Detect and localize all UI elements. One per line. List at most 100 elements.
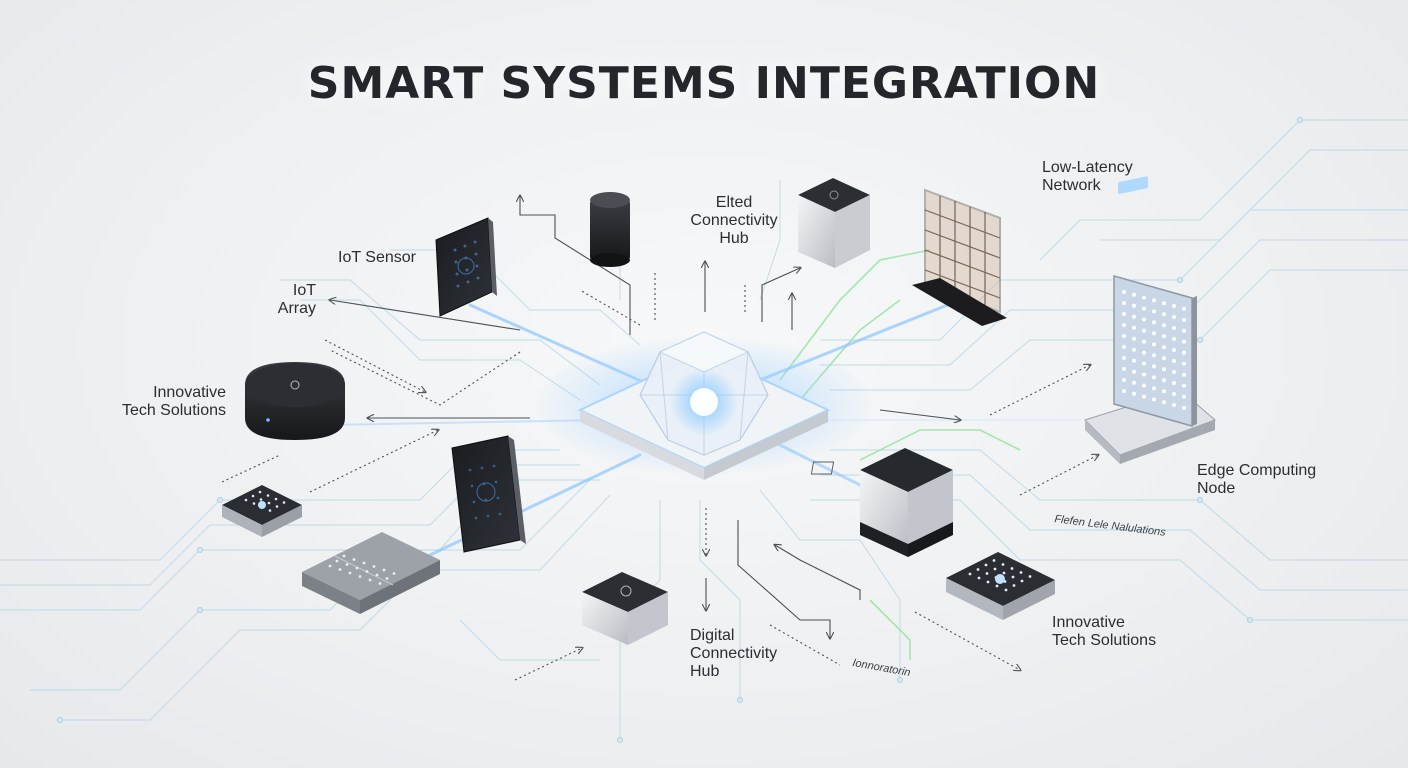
- label-innovative-tech-right: Innovative Tech Solutions: [1052, 614, 1157, 649]
- led-dot: [1152, 331, 1156, 336]
- keypad-device-right: [946, 552, 1055, 620]
- small-keypad-device: [222, 485, 302, 537]
- led-dot: [1152, 309, 1156, 314]
- led-dot: [1012, 584, 1016, 587]
- led-dot: [268, 509, 272, 512]
- led-dot: [342, 554, 346, 558]
- label-iot-array: IoT Array: [277, 282, 316, 317]
- led-dot: [1132, 347, 1136, 352]
- led-dot: [984, 563, 988, 567]
- cube-device-right: [810, 448, 953, 557]
- led-dot: [275, 505, 279, 508]
- led-dot: [1172, 304, 1176, 308]
- led-dot: [1152, 375, 1156, 380]
- led-dot: [1122, 356, 1126, 360]
- led-dot: [1152, 397, 1156, 402]
- led-dot: [1020, 579, 1024, 583]
- led-dot: [1162, 367, 1166, 372]
- led-dot: [244, 498, 248, 502]
- led-dot: [1162, 389, 1166, 394]
- led-dot: [368, 578, 372, 582]
- label-digital-connectivity-hub: Digital Connectivity Hub: [690, 627, 778, 680]
- led-dot: [1132, 391, 1136, 396]
- led-dot: [328, 564, 332, 568]
- led-dot: [1132, 358, 1136, 363]
- label-innovative-tech-left: Innovative Tech Solutions: [121, 384, 226, 419]
- led-dot: [1182, 328, 1186, 333]
- led-dot: [1182, 383, 1186, 388]
- arrow-connectors: [221, 196, 1098, 681]
- led-dot: [995, 584, 999, 588]
- led-dot: [355, 566, 359, 570]
- led-dot: [1162, 312, 1166, 317]
- led-dot: [1172, 359, 1176, 363]
- led-dot: [365, 570, 369, 573]
- led-dot: [1142, 383, 1146, 388]
- led-dot: [348, 571, 352, 575]
- small-cube-device: [582, 572, 668, 645]
- led-dot: [992, 559, 996, 562]
- led-dot: [338, 568, 342, 571]
- led-dot: [258, 490, 262, 494]
- led-display-device: [1084, 176, 1216, 464]
- label-iot-sensor: IoT Sensor: [338, 249, 416, 266]
- led-dot: [1162, 334, 1166, 339]
- led-dot: [1028, 575, 1032, 578]
- central-hub: [534, 331, 874, 480]
- led-dot: [1152, 298, 1156, 303]
- led-dot: [382, 568, 386, 572]
- led-dot: [1132, 292, 1136, 297]
- led-dot: [392, 572, 396, 575]
- led-dot: [274, 497, 278, 501]
- led-dot: [385, 577, 389, 580]
- led-dot: [345, 563, 349, 566]
- led-dot: [1122, 389, 1126, 393]
- led-dot: [1122, 334, 1126, 338]
- led-dot: [1152, 364, 1156, 369]
- led-dot: [1162, 356, 1166, 361]
- led-dot: [1010, 567, 1014, 570]
- led-dot: [1172, 403, 1176, 407]
- led-dot: [1142, 361, 1146, 366]
- led-dot: [1122, 323, 1126, 327]
- led-dot: [1172, 348, 1176, 352]
- led-dot: [986, 580, 990, 584]
- led-dot: [1172, 370, 1176, 374]
- led-dot: [1152, 353, 1156, 358]
- label-edge-computing-node: Edge Computing Node: [1197, 462, 1317, 497]
- trace-nodes: [57, 117, 1303, 743]
- led-dot: [1142, 306, 1146, 311]
- led-dot: [1162, 378, 1166, 383]
- led-dot: [1162, 400, 1166, 405]
- led-dot: [362, 561, 366, 565]
- led-dot: [1132, 369, 1136, 374]
- flat-module-device: [302, 532, 440, 614]
- led-dot: [352, 558, 356, 561]
- dark-tablet-device: [451, 435, 526, 553]
- led-dot: [977, 576, 981, 580]
- led-dot: [378, 582, 382, 585]
- led-dot: [1132, 336, 1136, 341]
- led-dot: [1001, 563, 1005, 566]
- label-elted-connectivity-hub: Elted Connectivity Hub: [690, 194, 778, 247]
- led-dot: [375, 573, 379, 577]
- led-dot: [993, 567, 997, 571]
- led-dot: [1142, 394, 1146, 399]
- led-dot: [1172, 315, 1176, 319]
- led-dot: [1002, 571, 1006, 575]
- led-dot: [1182, 339, 1186, 344]
- led-dot: [1122, 345, 1126, 349]
- led-dot: [1182, 394, 1186, 399]
- cylinder-device: [590, 192, 630, 267]
- led-dot: [1162, 301, 1166, 306]
- led-dot: [1172, 392, 1176, 396]
- led-dot: [1172, 337, 1176, 341]
- led-dot: [1182, 372, 1186, 377]
- iot-sensor-device: [435, 217, 497, 317]
- label-low-latency-network: Low-Latency Network: [1042, 159, 1133, 194]
- led-dot: [1142, 295, 1146, 300]
- led-dot: [1122, 301, 1126, 305]
- led-dot: [372, 565, 376, 568]
- led-dot: [251, 494, 255, 498]
